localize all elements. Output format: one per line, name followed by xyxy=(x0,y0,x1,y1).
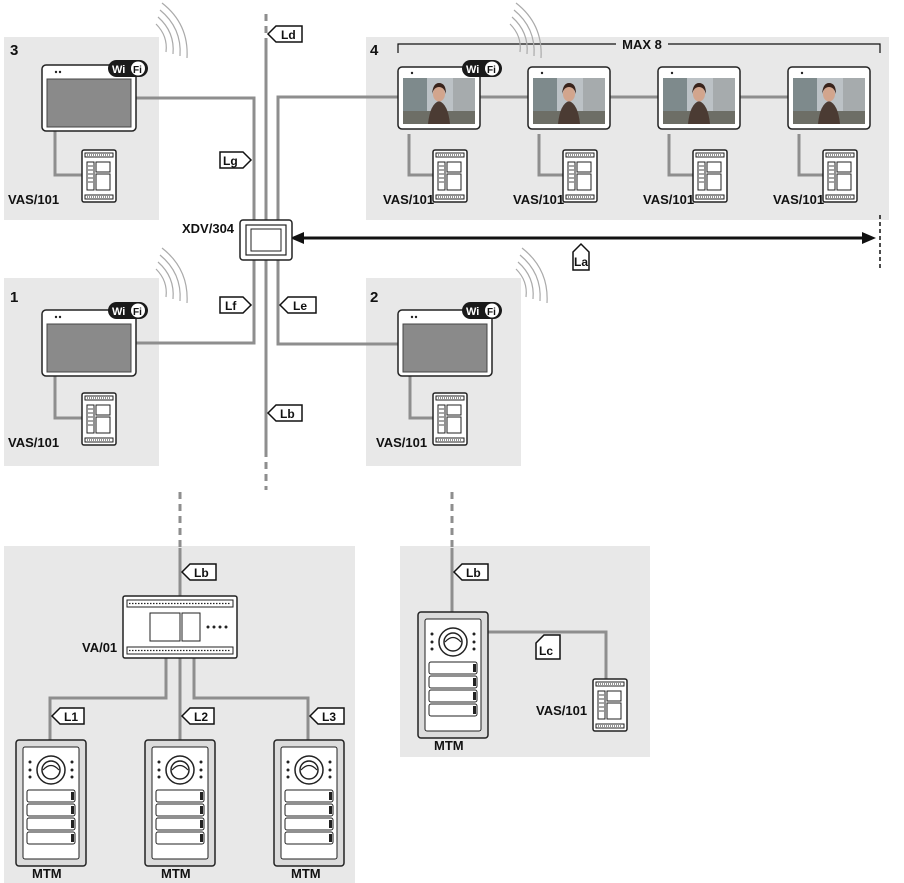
cable-tag-lc: Lc xyxy=(535,634,561,660)
svg-text:L3: L3 xyxy=(322,710,336,724)
vas101-zone-4-3 xyxy=(692,149,728,203)
monitor-zone-2 xyxy=(397,309,493,377)
svg-text:Fi: Fi xyxy=(487,65,496,76)
mtm-entry-panel-2 xyxy=(144,739,216,867)
xdv304-label: XDV/304 xyxy=(182,221,235,236)
wire-zone-1 xyxy=(136,258,256,345)
max-bracket-left xyxy=(397,43,616,53)
vas101-right xyxy=(592,678,628,732)
wifi-badge-zone-2: Wi Fi xyxy=(462,302,502,319)
zone-4-number: 4 xyxy=(370,42,379,59)
svg-text:Ld: Ld xyxy=(281,28,296,42)
svg-text:Fi: Fi xyxy=(133,307,142,318)
svg-text:Lg: Lg xyxy=(223,154,238,168)
monitor-zone-4-2 xyxy=(527,66,611,130)
cable-tag-lg: Lg xyxy=(219,151,253,169)
svg-text:Lc: Lc xyxy=(539,644,553,658)
mtm-entry-panel-3 xyxy=(273,739,345,867)
vas101-zone-4-1 xyxy=(432,149,468,203)
vas101-label-z2: VAS/101 xyxy=(376,435,427,450)
la-arrow-right-head xyxy=(862,232,876,244)
wifi-badge-zone-4: Wi Fi xyxy=(462,60,502,77)
zone-1-number: 1 xyxy=(10,289,18,306)
svg-text:L2: L2 xyxy=(194,710,208,724)
monitor-zone-1 xyxy=(41,309,137,377)
cable-tag-l1: L1 xyxy=(50,707,85,725)
vas101-label-z4-2: VAS/101 xyxy=(513,192,564,207)
svg-text:La: La xyxy=(574,255,588,269)
vas101-zone-4-2 xyxy=(562,149,598,203)
wire-l3 xyxy=(192,657,310,740)
mtm-entry-panel-1 xyxy=(15,739,87,867)
mtm-entry-panel-right xyxy=(417,611,489,739)
cable-tag-lb-center: Lb xyxy=(266,404,303,422)
wire-vas-z4-3 xyxy=(667,134,693,177)
svg-text:Lb: Lb xyxy=(280,407,295,421)
mtm-label-1: MTM xyxy=(32,866,62,881)
zone-3-number: 3 xyxy=(10,42,18,59)
mtm-label-2: MTM xyxy=(161,866,191,881)
svg-text:Fi: Fi xyxy=(487,307,496,318)
svg-text:Wi: Wi xyxy=(112,306,125,318)
svg-text:Le: Le xyxy=(293,299,307,313)
vas101-label-z3: VAS/101 xyxy=(8,192,59,207)
wifi-badge-zone-1: Wi Fi xyxy=(108,302,148,319)
svg-text:L1: L1 xyxy=(64,710,78,724)
svg-text:Lb: Lb xyxy=(194,566,209,580)
vas101-label-z4-1: VAS/101 xyxy=(383,192,434,207)
zone-2-number: 2 xyxy=(370,289,378,306)
svg-text:Wi: Wi xyxy=(466,64,479,76)
la-arrow-left-head xyxy=(290,232,304,244)
vas101-label-z1: VAS/101 xyxy=(8,435,59,450)
wire-l1 xyxy=(48,657,168,740)
wire-vas-z4-2 xyxy=(537,134,563,177)
cable-tag-le: Le xyxy=(278,296,317,314)
wire-vas-z4-4 xyxy=(797,134,823,177)
wifi-badge-zone-3: Wi Fi xyxy=(108,60,148,77)
xdv304-distributor xyxy=(239,219,293,261)
wire-zone-4 xyxy=(276,95,398,222)
cable-tag-ld: Ld xyxy=(266,25,303,43)
wire-vas-z3 xyxy=(53,131,82,177)
wifi-waves-icon xyxy=(155,247,188,304)
mtm-label-3: MTM xyxy=(291,866,321,881)
wire-vas-z1 xyxy=(53,376,82,420)
va01-label: VA/01 xyxy=(82,640,117,655)
max-bracket-right xyxy=(668,43,881,53)
wire-zone-3 xyxy=(136,96,256,222)
svg-text:Lf: Lf xyxy=(225,299,237,313)
vas101-label-z4-3: VAS/101 xyxy=(643,192,694,207)
vas101-zone-2 xyxy=(432,392,468,446)
max-8-label: MAX 8 xyxy=(622,37,662,52)
wire-vas-z2 xyxy=(408,376,433,420)
vas101-zone-4-4 xyxy=(822,149,858,203)
vas101-label-right: VAS/101 xyxy=(536,703,587,718)
wire-vas-z4-1 xyxy=(407,134,433,177)
wire-lc xyxy=(488,630,608,679)
wifi-waves-icon xyxy=(155,2,188,59)
cable-tag-lb-left: Lb xyxy=(180,563,217,581)
svg-text:Wi: Wi xyxy=(112,64,125,76)
cable-tag-l2: L2 xyxy=(180,707,215,725)
svg-text:Wi: Wi xyxy=(466,306,479,318)
mtm-label-right: MTM xyxy=(434,738,464,753)
vas101-label-z4-4: VAS/101 xyxy=(773,192,824,207)
vas101-zone-3 xyxy=(81,149,117,203)
cable-tag-lf: Lf xyxy=(219,296,253,314)
cable-tag-lb-right: Lb xyxy=(452,563,489,581)
va01-power-supply xyxy=(122,595,238,659)
cable-tag-la: La xyxy=(572,242,590,271)
cable-tag-l3: L3 xyxy=(308,707,345,725)
svg-text:Fi: Fi xyxy=(133,65,142,76)
wire-zone-2 xyxy=(276,258,398,346)
svg-text:Lb: Lb xyxy=(466,566,481,580)
monitor-zone-4-4 xyxy=(787,66,871,130)
monitor-zone-4-3 xyxy=(657,66,741,130)
vas101-zone-1 xyxy=(81,392,117,446)
